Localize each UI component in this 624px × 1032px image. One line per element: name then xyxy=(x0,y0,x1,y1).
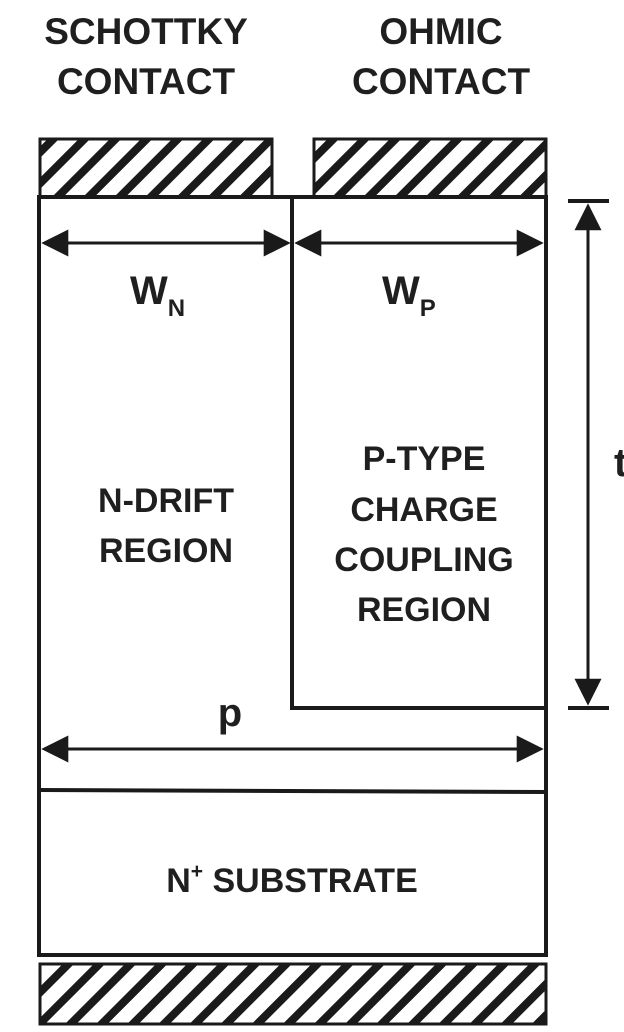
p-type-region-label-line3: COUPLING xyxy=(334,541,513,579)
ohmic-contact-label-line1: OHMIC xyxy=(379,11,502,52)
thickness-label: t xyxy=(614,441,624,485)
bottom-contact-metal xyxy=(38,962,548,1026)
p-type-region-label-line4: REGION xyxy=(357,591,491,629)
p-type-region-box xyxy=(290,195,548,710)
schottky-contact-metal xyxy=(38,137,274,199)
substrate-label-plus: + xyxy=(191,860,203,883)
p-type-region-label-line1: P-TYPE xyxy=(363,440,486,478)
wp-label: WP xyxy=(382,269,436,322)
wn-label-main: W xyxy=(130,269,168,313)
schottky-contact-label-line2: CONTACT xyxy=(57,61,236,102)
substrate-boundary-line xyxy=(38,788,547,794)
ohmic-contact-metal xyxy=(312,137,548,199)
n-plus-substrate-label: N+ SUBSTRATE xyxy=(166,860,418,900)
wn-label: WN xyxy=(130,269,185,322)
wp-label-main: W xyxy=(382,269,420,313)
n-drift-region-label-line1: N-DRIFT xyxy=(98,482,234,520)
substrate-label-text: SUBSTRATE xyxy=(203,862,418,900)
n-drift-region-label-line2: REGION xyxy=(99,532,233,570)
substrate-label-n: N xyxy=(166,862,191,900)
wp-label-subscript: P xyxy=(420,295,436,322)
p-type-region-label-line2: CHARGE xyxy=(350,491,497,529)
wn-label-subscript: N xyxy=(168,295,185,322)
ohmic-contact-label-line2: CONTACT xyxy=(352,61,531,102)
schottky-contact-label-line1: SCHOTTKY xyxy=(44,11,248,52)
pitch-label: p xyxy=(218,691,242,735)
